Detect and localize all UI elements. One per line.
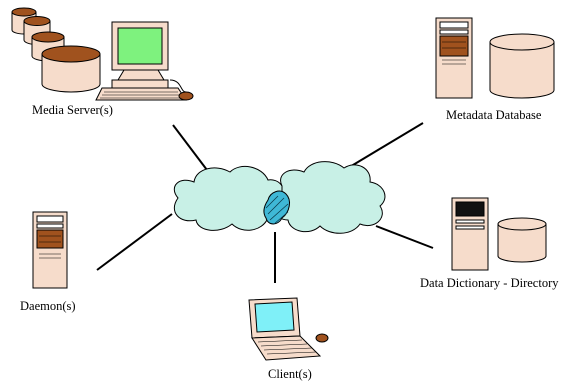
connection-lines	[96, 122, 434, 283]
label-media-server: Media Server(s)	[32, 103, 113, 117]
laptop-icon	[248, 297, 329, 361]
network-cloud-icon	[173, 161, 386, 234]
disk-stack	[11, 7, 101, 93]
label-metadata-db: Metadata Database	[446, 108, 542, 122]
monitor-with-disks-icon	[11, 7, 194, 101]
label-data-dictionary: Data Dictionary - Directory	[420, 276, 559, 290]
link-data-dictionary	[375, 225, 434, 249]
server-tower-icon	[32, 211, 68, 289]
server-tower-with-database-icon	[451, 197, 547, 271]
label-client: Client(s)	[268, 367, 312, 381]
monitor	[95, 21, 194, 101]
server-tower-with-database-icon	[435, 17, 555, 99]
label-daemon: Daemon(s)	[20, 299, 76, 313]
link-metadata-db	[347, 122, 424, 169]
link-media-server	[172, 124, 208, 171]
cloud-right	[273, 161, 386, 234]
link-daemon	[96, 213, 173, 271]
